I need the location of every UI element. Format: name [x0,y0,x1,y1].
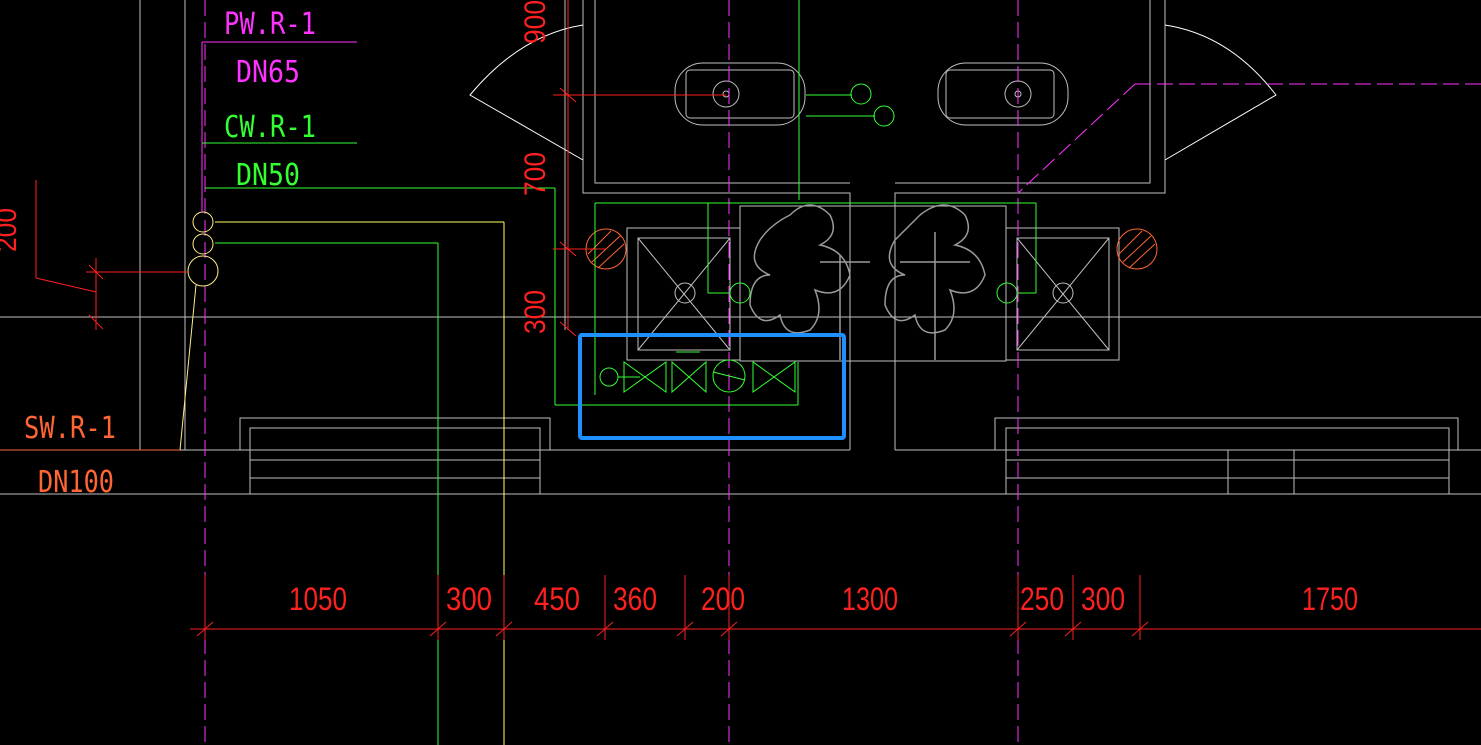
door-swings [469,24,1277,161]
dim-1300: 1300 [842,581,898,617]
riser-symbols [179,211,219,451]
dim-450: 450 [534,581,580,617]
hatched-circles [585,228,1158,270]
dim-250: 250 [1020,581,1064,617]
dim-300-b: 300 [1081,581,1125,617]
dim-200: 200 [701,581,745,617]
bottom-dim-ticks [196,575,1149,640]
dim-360: 360 [613,581,657,617]
green-pipes [205,0,1037,745]
red-dimensions [35,0,1481,630]
pw-riser-label: PW.R-1 [224,7,316,42]
yellow-pipe [215,221,505,745]
selection-highlight-box[interactable] [578,333,846,440]
cw-riser-label: CW.R-1 [224,110,316,145]
watermark [749,204,986,360]
dim-200-vertical: 200 [0,208,23,252]
dim-300-vertical: 300 [519,290,552,334]
sw-riser-size: DN100 [38,465,114,500]
dim-300-a: 300 [446,581,492,617]
pw-riser-size: DN65 [236,55,300,90]
label-leaders [0,41,357,451]
cw-riser-size: DN50 [236,158,300,193]
building-outline [0,0,1481,495]
sw-riser-label: SW.R-1 [24,411,116,446]
dim-900: 900 [519,0,552,44]
dim-1050: 1050 [289,581,347,617]
dim-700: 700 [519,152,552,196]
dim-1750: 1750 [1302,581,1358,617]
